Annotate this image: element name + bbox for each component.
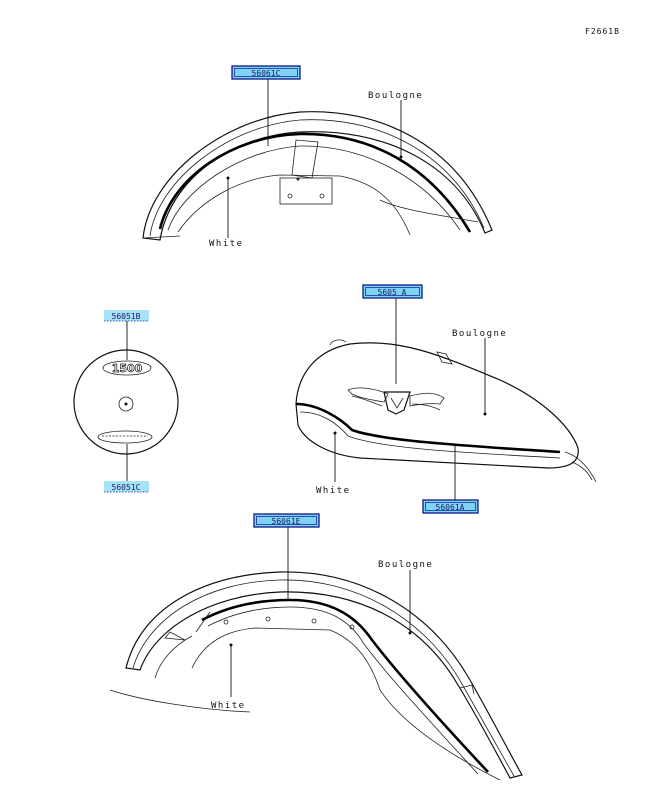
callout-56051C-text: 56051C	[112, 483, 141, 492]
callout-56061A-text: 56061A	[436, 503, 465, 512]
callout-56051B-text: 56051B	[112, 312, 141, 321]
side-cover: 1500	[73, 349, 179, 455]
label-tank-white: White	[316, 486, 351, 496]
label-tank-boulogne: Boulogne	[452, 329, 507, 339]
callout-56051C[interactable]: 56051C	[104, 481, 149, 493]
label-rear-white: White	[209, 239, 244, 249]
label-front-white: White	[211, 701, 246, 711]
callout-5605A[interactable]: 5605 A	[362, 284, 423, 299]
label-front-boulogne: Boulogne	[378, 560, 433, 570]
front-fender	[109, 571, 523, 781]
callout-56061C[interactable]: 56061C	[231, 65, 301, 80]
callout-56061E[interactable]: 56061E	[253, 513, 320, 528]
label-rear-boulogne: Boulogne	[368, 91, 423, 101]
side-cover-logo: 1500	[112, 362, 143, 375]
rear-fender	[142, 111, 493, 241]
callout-5605A-text: 5605 A	[378, 288, 407, 297]
callout-56051B[interactable]: 56051B	[104, 310, 149, 322]
fuel-tank	[295, 339, 597, 483]
callout-56061C-text: 56061C	[252, 69, 281, 78]
callout-56061E-text: 56061E	[272, 517, 301, 526]
callout-56061A[interactable]: 56061A	[422, 499, 479, 514]
figure-id: F2661B	[585, 27, 620, 36]
